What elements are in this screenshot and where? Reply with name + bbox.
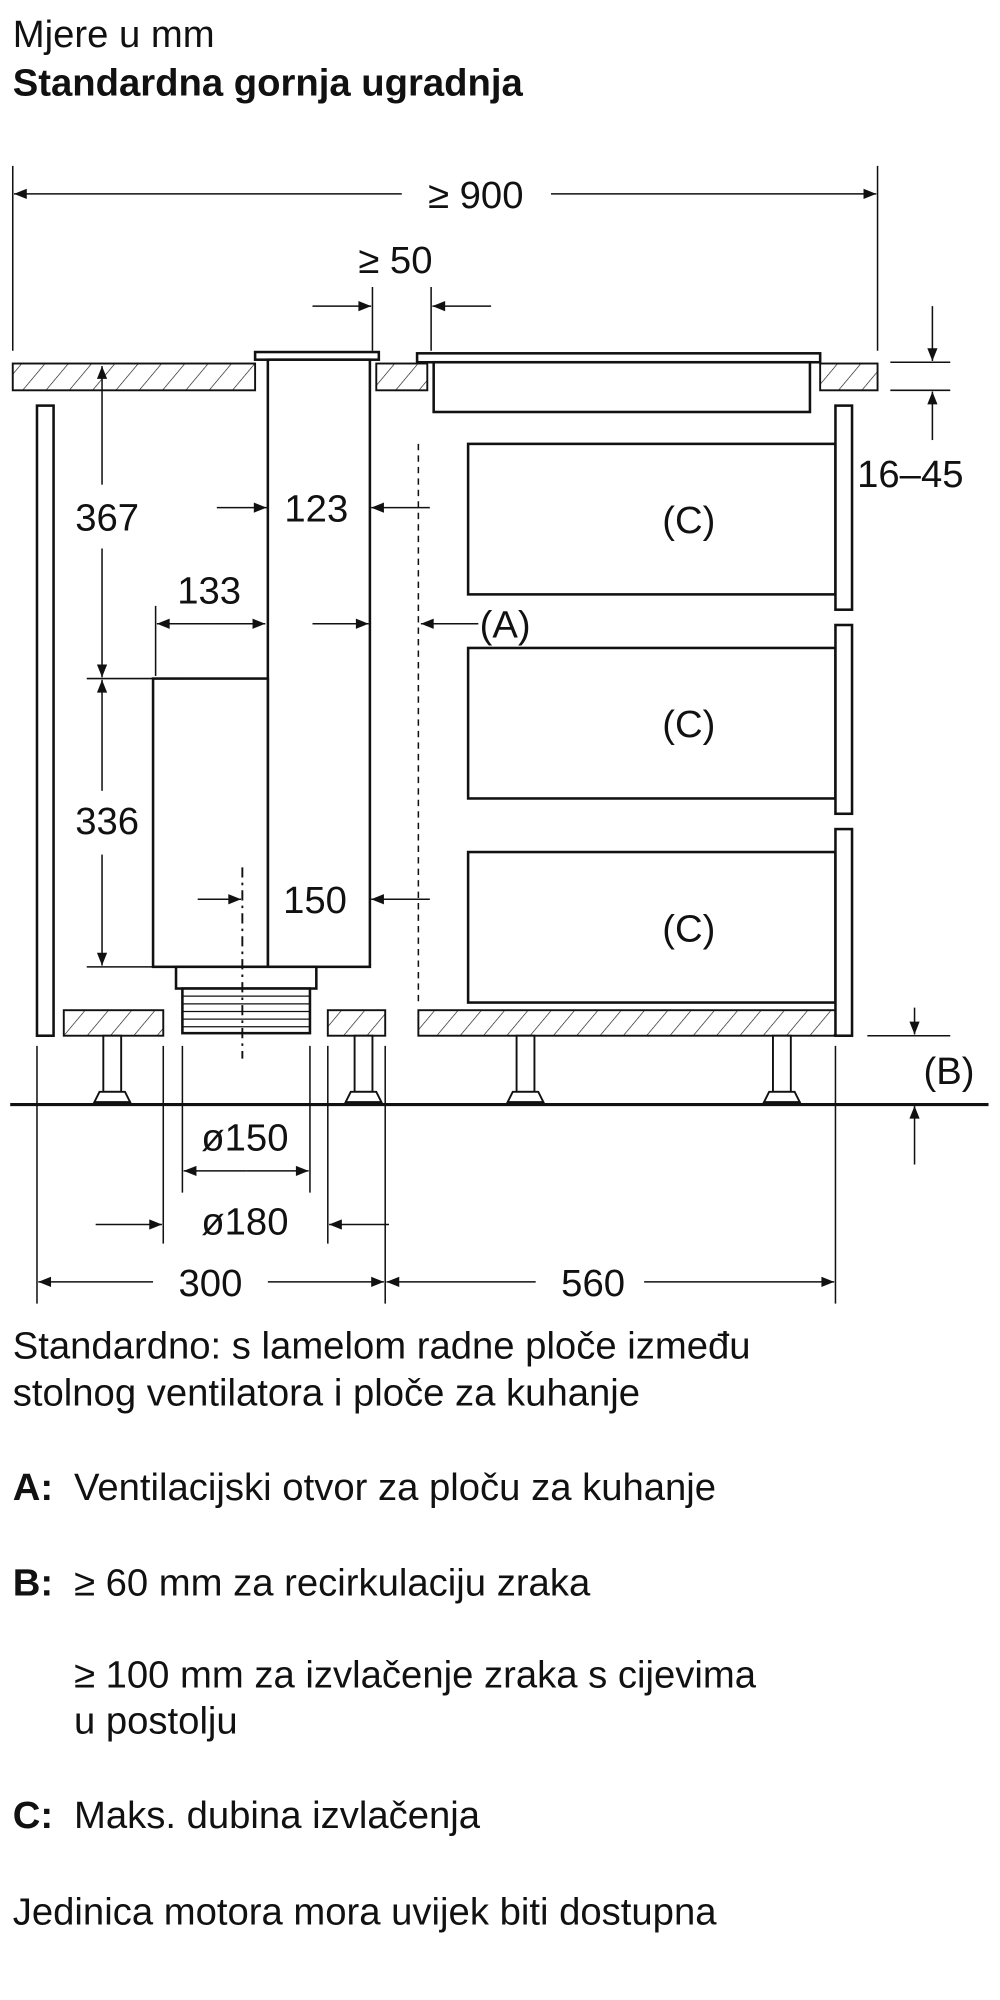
marker-c-3: (C) xyxy=(662,907,715,950)
dim-bottom: ø150 ø180 300 560 xyxy=(36,1045,837,1305)
drawers: (C) (C) (C) xyxy=(466,404,854,1037)
legend-c-text: Maks. dubina izvlačenja xyxy=(74,1794,481,1837)
footer-note: Jedinica motora mora uvijek biti dostupn… xyxy=(13,1891,717,1934)
dim-150-label: 150 xyxy=(283,879,347,922)
dim-133-label: 133 xyxy=(177,569,241,612)
legend-a-key: A: xyxy=(13,1466,53,1509)
dim-heights: 367 336 xyxy=(75,366,179,968)
downdraft-ventilator xyxy=(253,350,381,969)
side-panel xyxy=(35,404,55,1037)
dim-gap: ≥ 50 xyxy=(312,239,492,351)
dim-d180-label: ø180 xyxy=(201,1201,288,1244)
plinth xyxy=(10,1009,989,1107)
dim-plinth-gap: (B) xyxy=(867,1007,974,1165)
dim-560-label: 560 xyxy=(561,1262,625,1305)
dim-gap-label: ≥ 50 xyxy=(358,239,432,282)
page-title: Standardna gornja ugradnja xyxy=(13,62,524,105)
legend-b-text2-2: u postolju xyxy=(74,1699,238,1742)
marker-c-1: (C) xyxy=(662,499,715,542)
marker-a: (A) xyxy=(480,604,531,647)
dim-123-label: 123 xyxy=(284,488,348,531)
marker-b: (B) xyxy=(923,1050,974,1093)
notes: Standardno: s lamelom radne ploče između… xyxy=(13,1324,757,1933)
dim-total-width-label: ≥ 900 xyxy=(428,174,523,217)
legend-b-text: ≥ 60 mm za recirkulaciju zraka xyxy=(74,1562,591,1605)
dim-countertop-thickness: 16–45 xyxy=(857,306,964,496)
legend-b-text2-1: ≥ 100 mm za izvlačenje zraka s cijevima xyxy=(74,1654,757,1697)
cooktop xyxy=(415,352,822,414)
dim-336-label: 336 xyxy=(75,800,139,843)
legend-b-key: B: xyxy=(13,1562,53,1605)
countertop xyxy=(11,362,879,392)
note-standard-2: stolnog ventilatora i ploče za kuhanje xyxy=(13,1372,640,1415)
marker-c-2: (C) xyxy=(662,703,715,746)
legend-c-key: C: xyxy=(13,1794,53,1837)
dim-d150-label: ø150 xyxy=(201,1117,288,1160)
note-standard-1: Standardno: s lamelom radne ploče između xyxy=(13,1324,751,1367)
dim-367-label: 367 xyxy=(75,497,139,540)
dim-16-45-label: 16–45 xyxy=(857,453,963,496)
dim-widths: 133 123 150 xyxy=(154,488,430,922)
motor-unit xyxy=(151,677,318,1059)
units-label: Mjere u mm xyxy=(13,13,215,56)
legend-a-text: Ventilacijski otvor za ploču za kuhanje xyxy=(74,1466,716,1509)
dim-300-label: 300 xyxy=(179,1262,243,1305)
dim-total-width: ≥ 900 xyxy=(11,165,879,351)
